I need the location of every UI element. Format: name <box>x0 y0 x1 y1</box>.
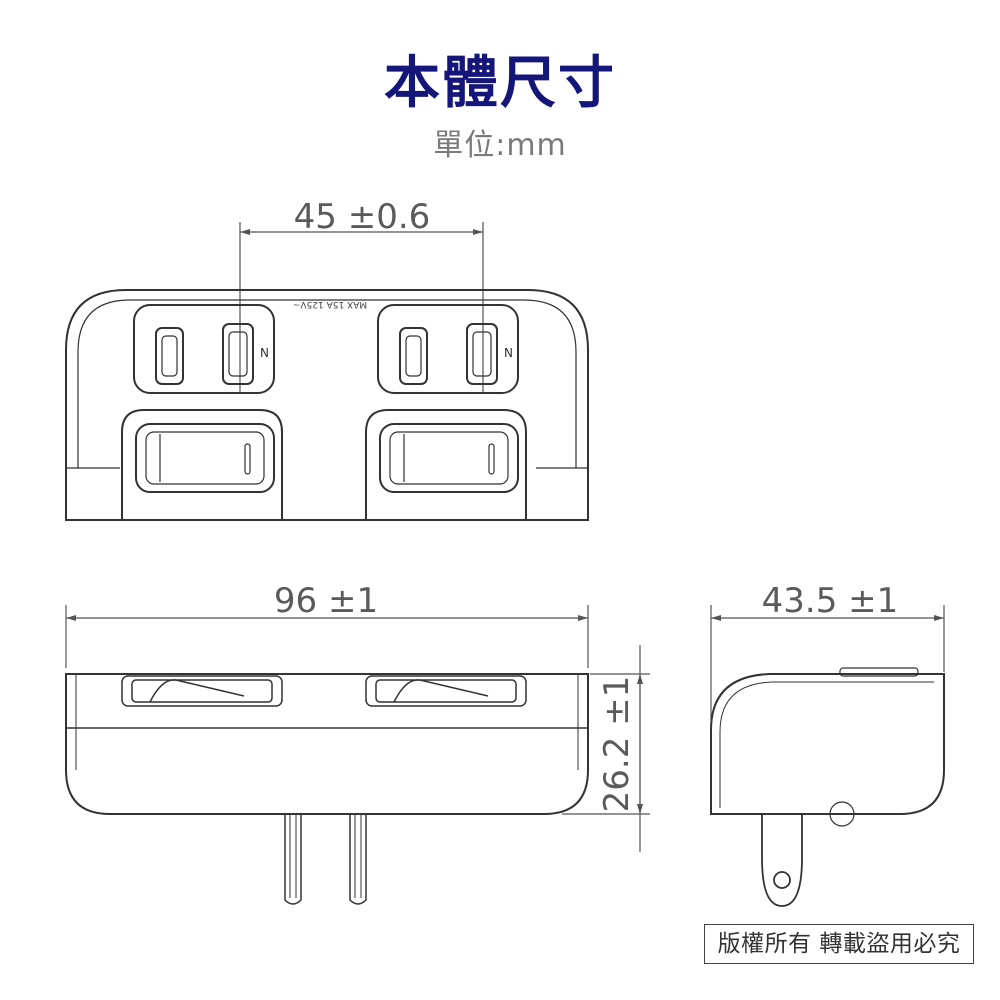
width-dimension <box>65 605 589 668</box>
switch-top-right <box>365 675 527 707</box>
bottom-body-outline <box>65 673 589 815</box>
height-label: 26.2 ±1 <box>597 676 637 813</box>
bottom-view <box>65 605 650 905</box>
copyright-notice: 版權所有 轉載盜用必究 <box>704 924 974 964</box>
outlet-left <box>133 304 275 394</box>
page-title: 本體尺寸 <box>384 51 616 116</box>
width-label: 96 ±1 <box>274 581 378 621</box>
plug-prongs <box>284 814 367 905</box>
outlet-right <box>377 304 519 394</box>
side-body-outline <box>710 673 945 815</box>
outlet-spacing-dimension <box>239 222 484 392</box>
switch-right <box>365 409 527 520</box>
neutral-mark-left: N <box>260 346 269 360</box>
outlet-spacing-label: 45 ±0.6 <box>294 197 431 237</box>
front-view <box>65 222 589 521</box>
front-body-outline <box>65 289 589 521</box>
rating-label: MAX 15A 125V~ <box>293 299 367 309</box>
depth-label: 43.5 ±1 <box>762 581 899 621</box>
height-dimension <box>562 645 650 852</box>
unit-label: 單位:mm <box>433 128 567 163</box>
switch-top-left <box>121 675 283 707</box>
side-view <box>710 605 945 907</box>
neutral-mark-right: N <box>504 346 513 360</box>
side-prong <box>761 814 803 907</box>
depth-dimension <box>710 605 945 720</box>
switch-left <box>121 409 283 520</box>
